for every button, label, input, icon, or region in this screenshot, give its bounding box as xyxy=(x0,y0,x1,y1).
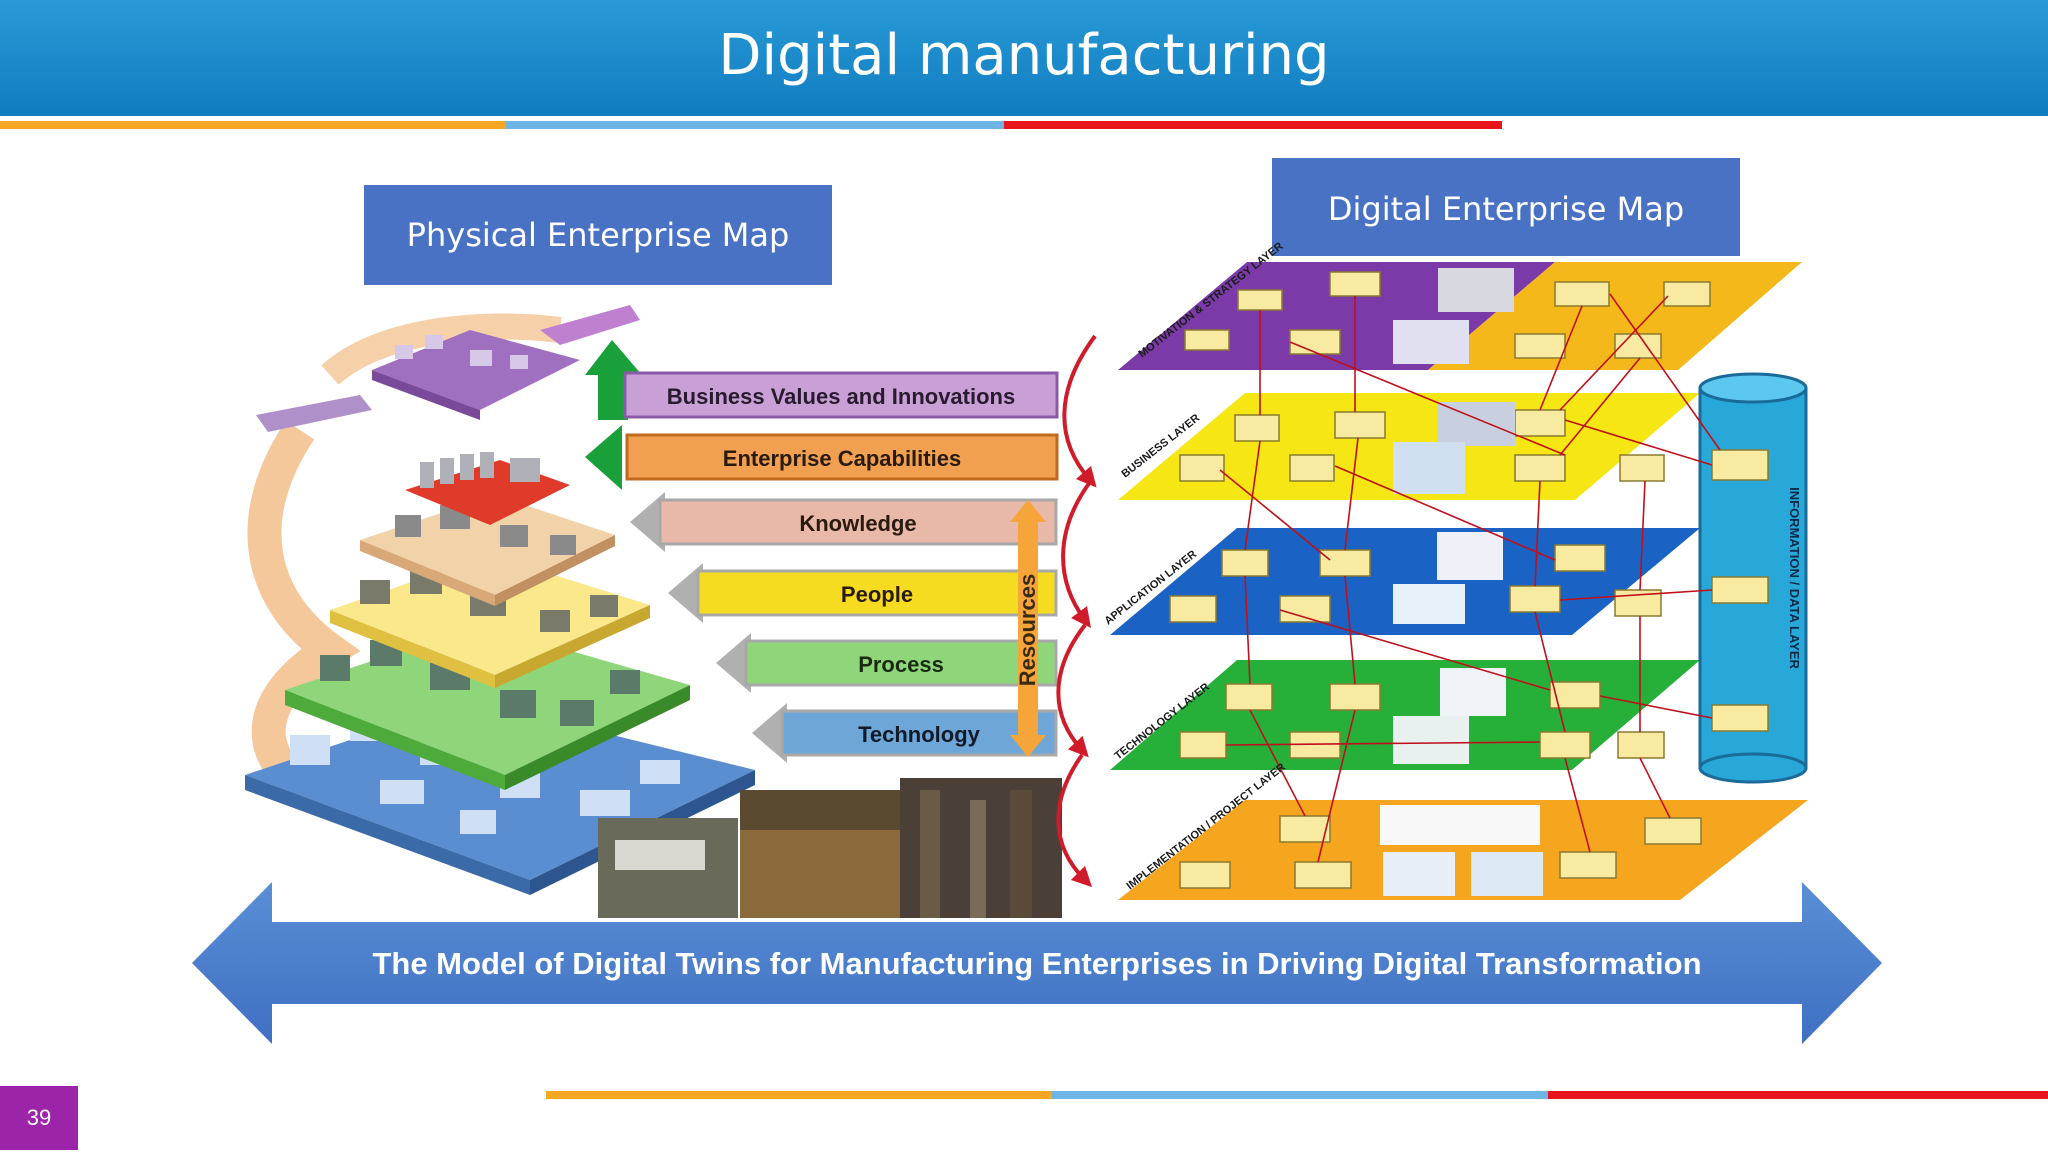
arrow-process: Process xyxy=(716,633,1058,693)
footer-stripe-blue xyxy=(1052,1091,1548,1099)
layer-connectors xyxy=(1056,334,1097,888)
header-stripe-red xyxy=(1004,121,1502,129)
digital-map-title-box: Digital Enterprise Map xyxy=(1272,158,1740,256)
arrow-knowledge-label: Knowledge xyxy=(799,511,916,536)
data-layer-label: INFORMATION / DATA LAYER xyxy=(1787,487,1802,669)
digital-map-title: Digital Enterprise Map xyxy=(1328,190,1684,228)
factory-pyramid xyxy=(245,305,755,895)
bottom-banner-text: The Model of Digital Twins for Manufactu… xyxy=(372,946,1701,981)
factory-photos xyxy=(598,778,1062,918)
arrow-business-values-label: Business Values and Innovations xyxy=(667,384,1015,409)
arrow-business-values: Business Values and Innovations xyxy=(623,371,1059,419)
arrow-technology-label: Technology xyxy=(858,722,981,747)
resources-label: Resources xyxy=(1015,574,1040,687)
green-left-arrow xyxy=(585,425,622,490)
layer-thumbnails xyxy=(1380,268,1543,896)
page-number: 39 xyxy=(0,1086,78,1150)
resources-arrow: Resources xyxy=(1010,500,1046,757)
arrow-knowledge: Knowledge xyxy=(630,492,1058,552)
header-stripe-orange xyxy=(0,121,506,129)
digital-layers: INFORMATION / DATA LAYER xyxy=(1102,240,1808,900)
arrow-enterprise-capabilities: Enterprise Capabilities xyxy=(625,433,1059,481)
arrow-people: People xyxy=(668,563,1058,623)
bottom-banner-arrow: The Model of Digital Twins for Manufactu… xyxy=(192,882,1882,1044)
header-stripe-blue xyxy=(506,121,1004,129)
physical-map-title: Physical Enterprise Map xyxy=(407,216,790,254)
arrow-technology: Technology xyxy=(752,703,1058,763)
slide-title: Digital manufacturing xyxy=(718,23,1330,88)
physical-map-title-box: Physical Enterprise Map xyxy=(364,185,832,285)
arrow-people-label: People xyxy=(841,582,913,607)
arrow-process-label: Process xyxy=(858,652,944,677)
footer-stripe-red xyxy=(1548,1091,2048,1099)
arrow-enterprise-capabilities-label: Enterprise Capabilities xyxy=(723,446,961,471)
title-bar xyxy=(0,0,2048,116)
footer-stripe-orange xyxy=(546,1091,1052,1099)
